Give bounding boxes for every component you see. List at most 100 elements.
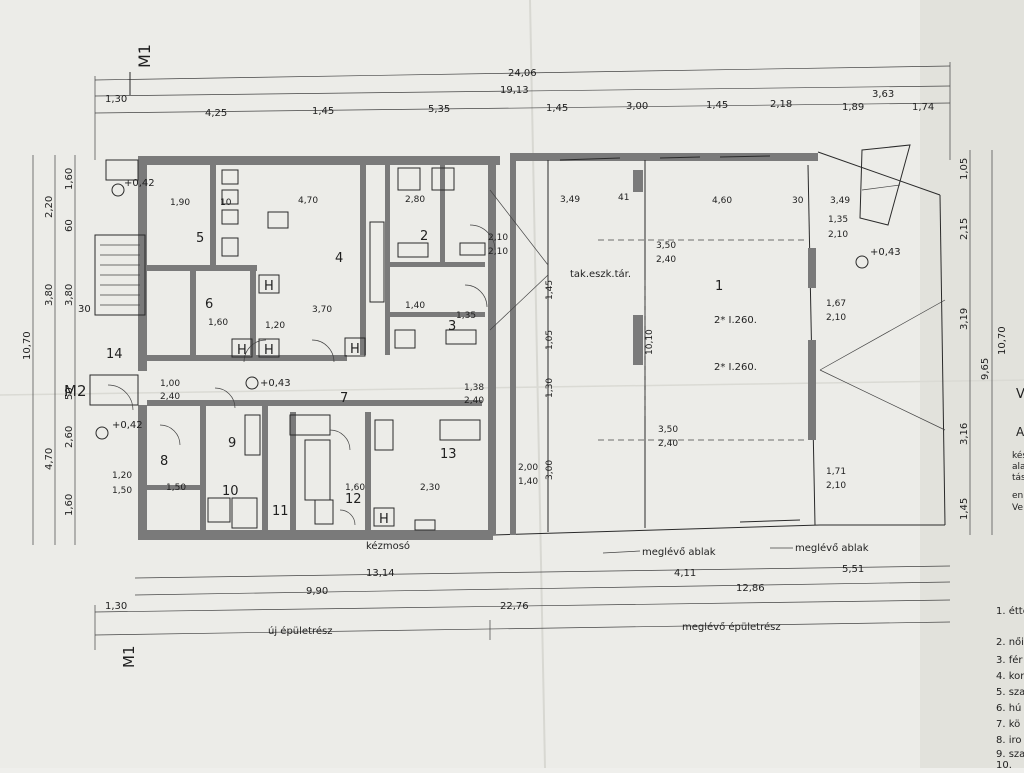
inner-dim-9: 3,49 [830, 196, 850, 206]
column-label-1: 2* I.260. [714, 315, 757, 326]
section-mark-m1-top: M1 [135, 44, 154, 68]
inner-dim-29: 1,38 [464, 383, 484, 393]
inner-dim-31: 2,80 [405, 195, 425, 205]
dim-left-sub-4: 30 [78, 304, 91, 315]
inner-dim-23: 1,60 [345, 483, 365, 493]
inner-dim-39: 3,00 [545, 460, 555, 480]
room-number-3: 3 [448, 319, 456, 334]
door-mark-h-2: H [264, 343, 274, 358]
interior-partitions [89, 159, 808, 535]
left-dimension-lines [32, 155, 76, 545]
room-number-13: 13 [440, 447, 457, 462]
inner-dim-16: 1,71 [826, 467, 846, 477]
room-number-9: 9 [228, 436, 236, 451]
legend-line-9: 9. sza [996, 749, 1024, 760]
inner-dim-33: 2,10 [488, 247, 508, 257]
dim-left-sub-3: 3,80 [64, 284, 75, 306]
dim-top-row3-h: 1,89 [842, 102, 864, 113]
right-dimension-lines [969, 150, 993, 535]
legend-line-2: 2. női [996, 636, 1024, 648]
dim-top-row3-g: 2,18 [770, 99, 792, 110]
inner-dim-10: 1,35 [828, 215, 848, 225]
room-number-11: 11 [272, 504, 289, 519]
inner-dim-12: 3,50 [656, 241, 676, 251]
door-mark-h-3: H [237, 343, 247, 358]
level-mark-1: +0,42 [124, 178, 155, 189]
room-number-12: 12 [345, 492, 362, 507]
legend-line-6: 6. hú [996, 702, 1021, 714]
dim-right-sub-4: 3,16 [959, 423, 970, 445]
inner-dim-28: 2,40 [160, 392, 180, 402]
side-fragment-3: kés [1012, 450, 1024, 461]
dim-right-total: 10,70 [997, 326, 1008, 355]
inner-dim-27: 1,00 [160, 379, 180, 389]
dim-right-sub-6: 1,05 [959, 158, 970, 180]
room-number-2: 2 [420, 229, 428, 244]
inner-dim-35: 1,35 [456, 311, 476, 321]
door-markers [231, 274, 395, 527]
door-mark-h-1: H [264, 279, 274, 294]
level-mark-3: +0,42 [112, 420, 143, 431]
inner-dim-4: 3,70 [312, 305, 332, 315]
inner-dim-42: 1,30 [545, 378, 555, 398]
bottom-dimension-lines [94, 565, 951, 650]
handwash-label: kézmosó [366, 540, 410, 552]
door-mark-h-5: H [379, 512, 389, 527]
dim-right-sub-2: 2,15 [959, 218, 970, 240]
inner-dim-25: 1,20 [112, 471, 132, 481]
top-dimension-lines [94, 62, 951, 160]
dim-top-row3-a: 4,25 [205, 108, 227, 119]
side-fragment-5: tás [1012, 473, 1024, 483]
inner-dim-6: 41 [618, 193, 629, 203]
legend-line-1: 1. étte [996, 605, 1024, 617]
door-mark-h-4: H [350, 342, 360, 357]
inner-dim-38: 10,10 [645, 329, 655, 355]
legend-line-3: 3. fér [996, 654, 1023, 666]
dim-right-sub-1: 9,65 [980, 358, 991, 380]
level-symbols [95, 183, 869, 440]
inner-dim-7: 4,60 [712, 196, 732, 206]
inner-dim-22: 2,30 [420, 483, 440, 493]
room-number-6: 6 [205, 297, 213, 312]
dim-top-row3-b: 1,45 [312, 106, 334, 117]
legend-line-10: 10. [996, 760, 1012, 768]
room-number-7: 7 [340, 391, 348, 406]
side-fragment-7: Ve [1012, 503, 1023, 513]
legend-line-8: 8. iro [996, 735, 1022, 746]
room-number-4: 4 [335, 251, 343, 266]
inner-dim-37: 1,20 [265, 321, 285, 331]
dim-top-row3-c: 5,35 [428, 104, 450, 115]
room-number-10: 10 [222, 484, 239, 499]
dim-left-sub-1: 1,60 [64, 168, 75, 190]
dim-top-row2-c: 3,63 [872, 89, 894, 100]
level-mark-4: +0,43 [870, 247, 901, 258]
side-fragment-2: A [1016, 425, 1024, 439]
building-walls [138, 144, 946, 540]
dim-top-row2-b: 19,13 [500, 85, 529, 96]
dim-top-row3-f: 1,45 [706, 100, 728, 111]
existing-part-label: meglévő épületrész [682, 621, 781, 633]
dim-left-sub-2: 60 [64, 219, 75, 232]
dim-right-sub-5: 1,45 [959, 498, 970, 520]
dim-bottom-row1-b: 4,11 [674, 568, 696, 579]
existing-window-label-1: meglévő ablak [642, 546, 716, 558]
side-fragment-4: ala [1012, 462, 1024, 472]
dim-bottom-row3-a: 1,30 [105, 601, 127, 612]
legend-line-7: 7. kö [996, 719, 1020, 730]
inner-dim-34: 1,40 [405, 301, 425, 311]
dim-bottom-row3-b: 22,76 [500, 601, 529, 612]
column-label-2: 2* I.260. [714, 362, 757, 373]
section-mark-m2: M2 [64, 382, 87, 400]
section-mark-m1-bottom: M1 [120, 646, 138, 669]
dim-top-row3-e: 3,00 [626, 101, 648, 112]
inner-dim-20: 2,00 [518, 463, 538, 473]
dim-right-sub-3: 3,19 [959, 308, 970, 330]
dim-bottom-row1-a: 13,14 [366, 568, 395, 579]
inner-dim-13: 2,40 [656, 255, 676, 265]
inner-dim-3: 4,70 [298, 196, 318, 206]
inner-dim-24: 1,50 [166, 483, 186, 493]
side-fragment-1: V [1016, 387, 1024, 402]
dim-bottom-row2-b: 12,86 [736, 583, 765, 594]
